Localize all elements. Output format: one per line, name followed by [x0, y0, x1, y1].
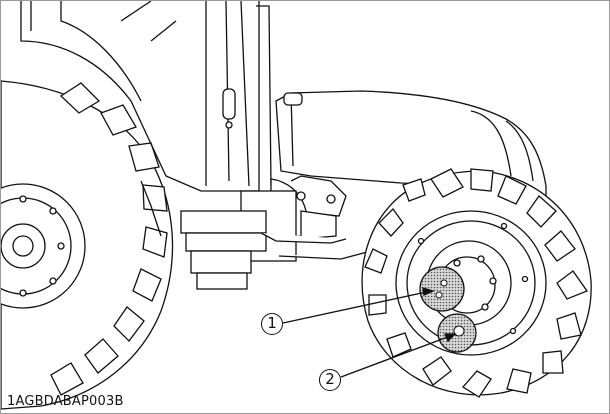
drain-plug-highlight	[437, 313, 477, 353]
undercarriage	[180, 175, 372, 290]
callout-leaders	[282, 287, 457, 378]
figure-code: 1AGBDABAP003B	[7, 394, 124, 409]
rear-tire	[1, 80, 174, 410]
hub-plug-highlight	[419, 266, 465, 312]
tractor-cab	[20, 1, 272, 237]
callout-1-label: 1	[261, 313, 283, 335]
callout-2-label: 2	[319, 369, 341, 391]
front-tire	[361, 168, 592, 398]
